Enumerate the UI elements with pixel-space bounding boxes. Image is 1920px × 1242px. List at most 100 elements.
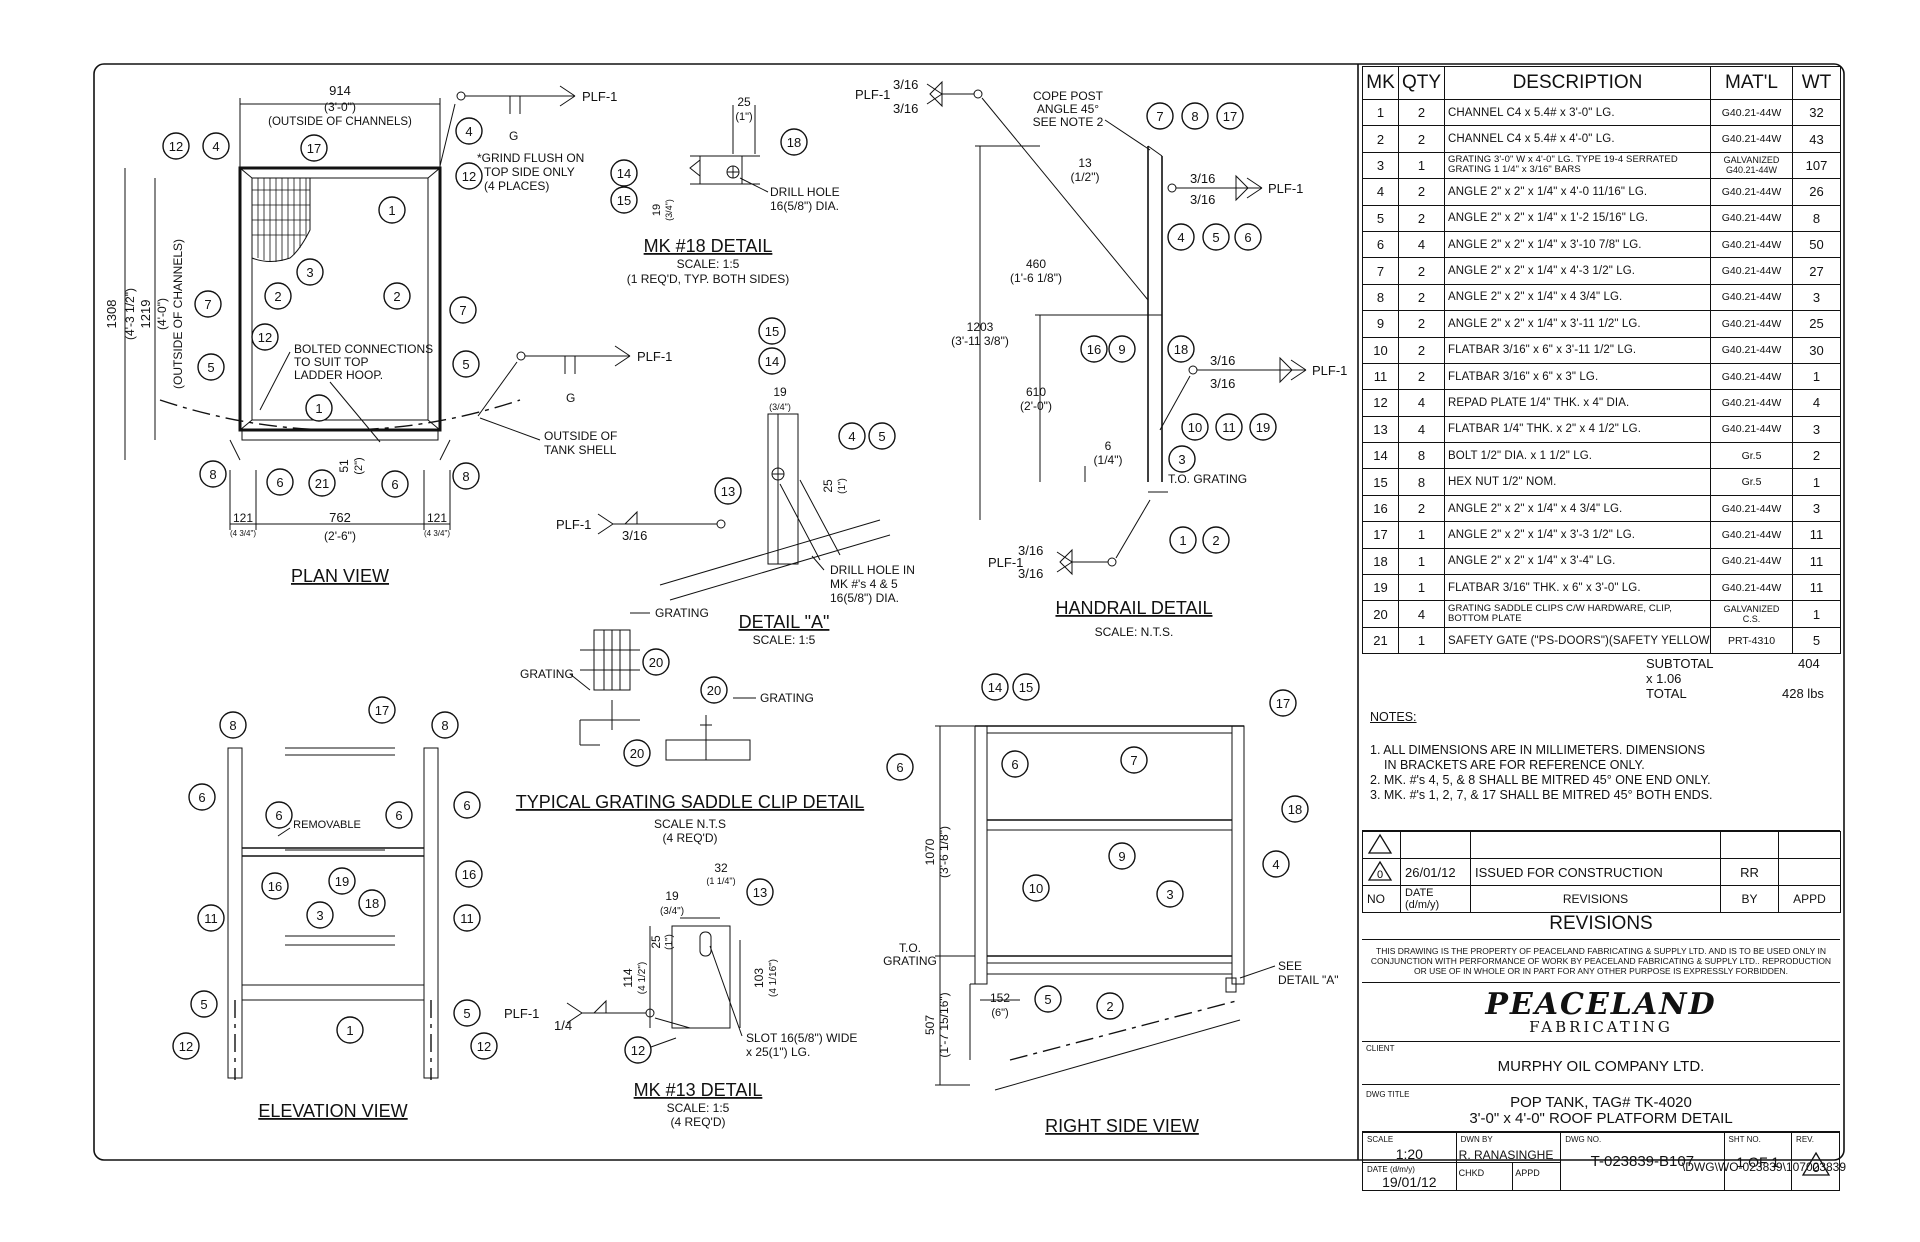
callout-elevation-13: 11	[453, 904, 481, 932]
callout-plan-14: 1	[305, 394, 333, 422]
svg-text:103: 103	[752, 968, 766, 988]
svg-text:GRATING: GRATING	[760, 691, 814, 705]
svg-text:8: 8	[229, 718, 236, 733]
bom-cell: G40.21-44W	[1710, 125, 1793, 153]
svg-text:OUTSIDE OF: OUTSIDE OF	[544, 429, 617, 443]
dim-1308: 1308	[104, 300, 119, 329]
svg-text:7: 7	[1130, 753, 1137, 768]
svg-text:121: 121	[427, 511, 447, 525]
callout-handrail-4: 5	[1202, 223, 1230, 251]
svg-text:6: 6	[1244, 230, 1251, 245]
bom-cell: 2	[1362, 125, 1399, 153]
callout-elevation-9: 19	[328, 867, 356, 895]
right-side-title: RIGHT SIDE VIEW	[1045, 1116, 1199, 1136]
bom-cell: 4	[1362, 178, 1399, 206]
svg-text:16: 16	[1087, 342, 1101, 357]
svg-text:(4 PLACES): (4 PLACES)	[484, 179, 549, 193]
svg-text:12: 12	[462, 169, 476, 184]
svg-text:(1/2"): (1/2")	[1071, 170, 1100, 184]
svg-text:3/16: 3/16	[893, 77, 918, 92]
bom-cell: 107	[1792, 151, 1841, 180]
bom-cell: HEX NUT 1/2" NOM.	[1444, 468, 1711, 496]
bom-cell: FLATBAR 1/4" THK. x 2" x 4 1/2" LG.	[1444, 415, 1711, 444]
callout-plan-17: 21	[308, 469, 336, 497]
callout-right-3: 6	[886, 753, 914, 781]
svg-text:(OUTSIDE OF CHANNELS): (OUTSIDE OF CHANNELS)	[171, 239, 185, 389]
svg-text:4: 4	[212, 139, 219, 154]
bom-cell: ANGLE 2" x 2" x 1/4" x 3'-3 1/2" LG.	[1444, 521, 1711, 549]
svg-text:3/16: 3/16	[1018, 566, 1043, 581]
bom-header-2: DESCRIPTION	[1444, 66, 1711, 100]
svg-text:25: 25	[649, 935, 663, 949]
bom-cell: 11	[1792, 521, 1841, 549]
bom-cell: G40.21-44W	[1710, 230, 1793, 259]
callout-elevation-0: 17	[368, 696, 396, 724]
callout-mk13-1: 12	[624, 1036, 652, 1064]
svg-text:1: 1	[315, 401, 322, 416]
svg-text:16: 16	[462, 867, 476, 882]
callout-elevation-5: 6	[385, 801, 413, 829]
bom-cell: 15	[1362, 468, 1399, 496]
svg-text:5: 5	[1044, 992, 1051, 1007]
elevation-title: ELEVATION VIEW	[258, 1101, 407, 1121]
bom-cell: 27	[1792, 257, 1841, 285]
svg-text:BOLTED CONNECTIONS: BOLTED CONNECTIONS	[294, 342, 433, 356]
svg-text:x 25(1") LG.: x 25(1") LG.	[746, 1045, 810, 1059]
bom-cell: 26	[1792, 178, 1841, 206]
svg-text:(2'-6"): (2'-6")	[324, 529, 356, 543]
svg-text:10: 10	[1029, 881, 1043, 896]
bom-cell: 2	[1398, 362, 1445, 391]
property-notice: THIS DRAWING IS THE PROPERTY OF PEACELAN…	[1362, 940, 1840, 984]
bom-cell: 14	[1362, 442, 1399, 470]
bom-cell: G40.21-44W	[1710, 521, 1793, 549]
bom-cell: 4	[1398, 389, 1445, 417]
callout-plan-3: 4	[455, 117, 483, 145]
detail-a: 19 (3/4") 25 (1") PLF-1 3/16 DRILL HOLE …	[556, 385, 915, 647]
svg-text:7: 7	[1156, 109, 1163, 124]
svg-text:4: 4	[465, 124, 472, 139]
svg-text:12: 12	[169, 139, 183, 154]
bom-cell: 7	[1362, 257, 1399, 285]
bom-cell: 21	[1362, 626, 1399, 655]
callout-plan-0: 12	[162, 132, 190, 160]
bom-cell: 11	[1362, 362, 1399, 391]
callout-detail_a-4: 13	[714, 477, 742, 505]
svg-text:(4'-3 1/2"): (4'-3 1/2")	[123, 288, 137, 340]
bom-cell: 2	[1398, 178, 1445, 206]
callout-elevation-12: 11	[197, 904, 225, 932]
svg-text:7: 7	[459, 303, 466, 318]
bom-cell: 9	[1362, 310, 1399, 338]
svg-text:17: 17	[1223, 109, 1237, 124]
bom-cell: 2	[1398, 257, 1445, 285]
svg-text:9: 9	[1118, 849, 1125, 864]
callout-handrail-10: 11	[1215, 413, 1243, 441]
bom-cell: 1	[1398, 521, 1445, 549]
svg-text:2: 2	[1212, 533, 1219, 548]
svg-text:3: 3	[306, 265, 313, 280]
svg-text:PLF-1: PLF-1	[504, 1006, 539, 1021]
svg-text:G: G	[509, 129, 518, 143]
bom-cell: 4	[1398, 600, 1445, 628]
svg-text:5: 5	[207, 360, 214, 375]
callout-elevation-7: 16	[261, 872, 289, 900]
callout-elevation-17: 12	[172, 1032, 200, 1060]
bom-cell: 3	[1362, 151, 1399, 180]
callout-mk13-0: 13	[746, 878, 774, 906]
bom-cell: 1	[1792, 468, 1841, 496]
bom-cell: 11	[1792, 574, 1841, 602]
callout-elevation-4: 6	[265, 801, 293, 829]
bom-cell: 5	[1362, 204, 1399, 232]
callout-plan-16: 6	[266, 468, 294, 496]
svg-text:PLF-1: PLF-1	[855, 87, 890, 102]
svg-text:5: 5	[1212, 230, 1219, 245]
svg-text:2: 2	[393, 289, 400, 304]
bom-cell: 8	[1792, 204, 1841, 232]
svg-text:19: 19	[335, 874, 349, 889]
